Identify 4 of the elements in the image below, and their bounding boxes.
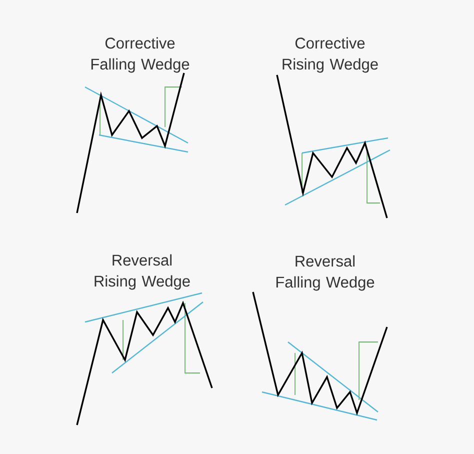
pattern-title: Reversal Rising Wedge bbox=[94, 254, 190, 290]
pattern-title: Reversal Falling Wedge bbox=[276, 255, 374, 291]
pattern-title: Corrective Rising Wedge bbox=[282, 37, 378, 73]
pattern-title: Corrective Falling Wedge bbox=[91, 37, 190, 73]
